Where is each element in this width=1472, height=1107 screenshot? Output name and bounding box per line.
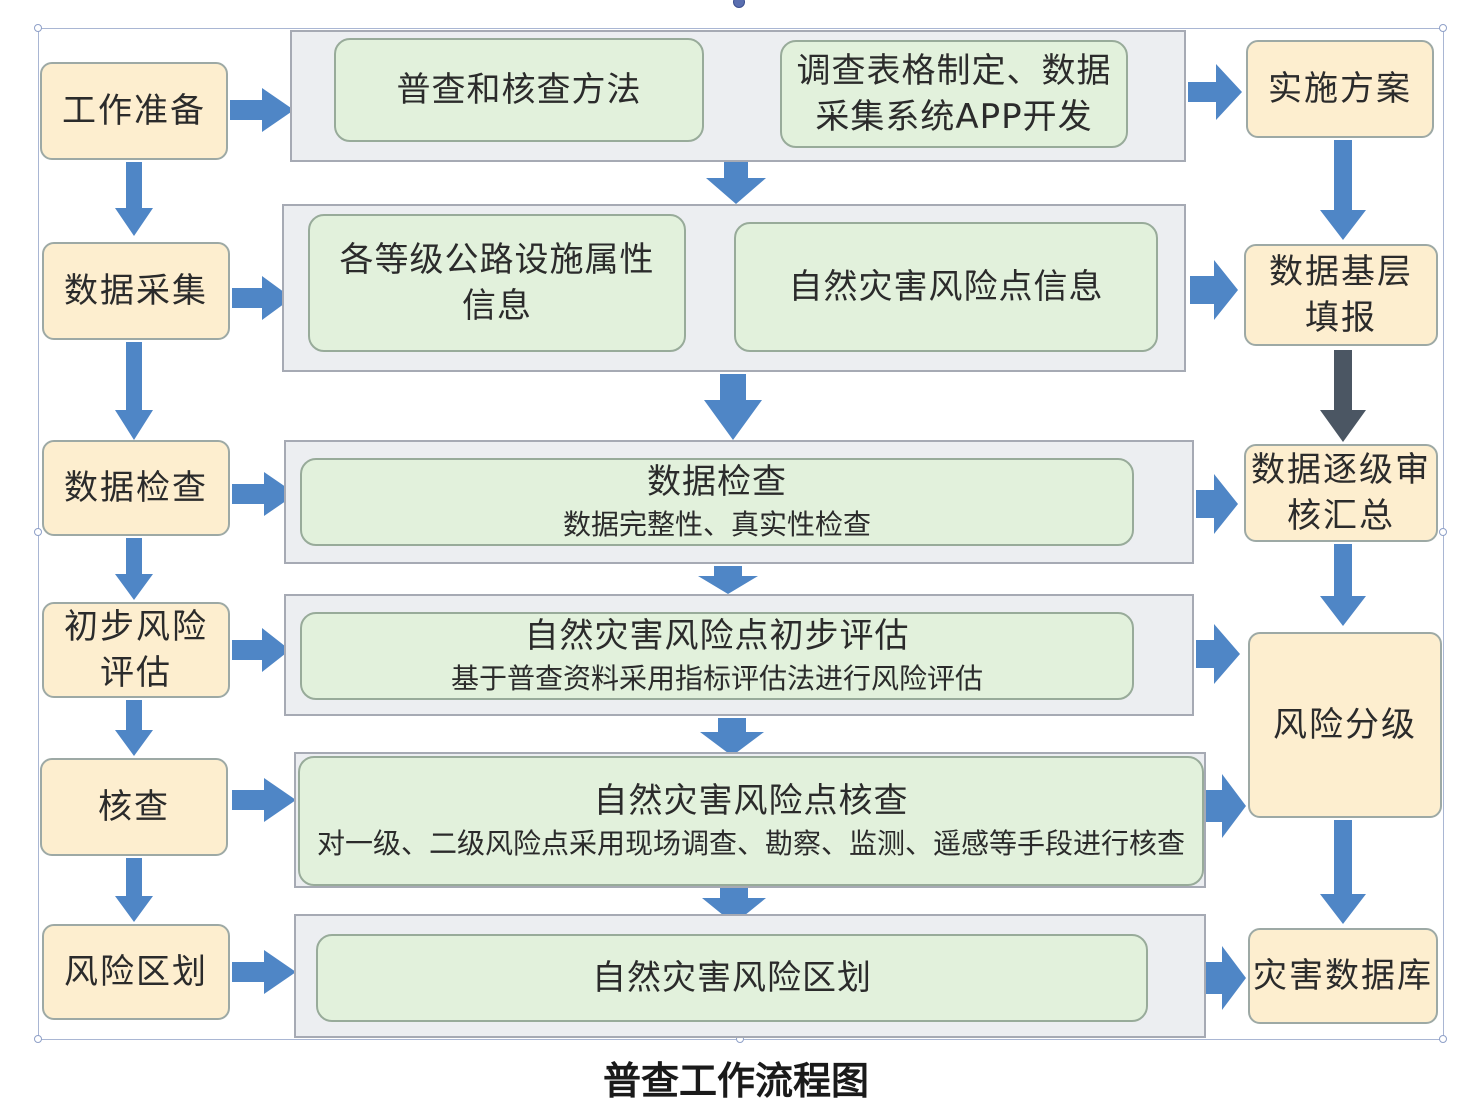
risk-points-box: 自然灾害风险点信息	[734, 222, 1158, 352]
output-risk-grading: 风险分级	[1248, 632, 1442, 818]
frame-handle[interactable]	[34, 24, 42, 32]
frame-handle[interactable]	[1439, 1035, 1447, 1043]
down-arrow	[698, 566, 758, 594]
down-arrow	[115, 538, 153, 600]
stage-label: 数据检查	[64, 468, 208, 508]
stage-verification: 核查	[40, 758, 228, 856]
preliminary-detail: 基于普查资料采用指标评估法进行风险评估	[450, 662, 983, 695]
right-arrow	[230, 88, 294, 132]
down-arrow	[706, 162, 766, 204]
data-check-title: 数据检查	[647, 462, 787, 502]
right-arrow	[232, 276, 292, 320]
attributes-box: 各等级公路设施属性信息	[308, 214, 686, 352]
down-arrow	[1320, 544, 1366, 626]
tools-text: 调查表格制定、数据采集系统APP开发	[796, 51, 1112, 137]
stage-label: 初步风险评估	[64, 607, 208, 693]
data-check-box: 数据检查 数据完整性、真实性检查	[300, 458, 1134, 546]
tools-box: 调查表格制定、数据采集系统APP开发	[780, 40, 1128, 148]
preliminary-box: 自然灾害风险点初步评估 基于普查资料采用指标评估法进行风险评估	[300, 612, 1134, 700]
verification-detail: 对一级、二级风险点采用现场调查、勘察、监测、遥感等手段进行核查	[316, 827, 1185, 860]
down-arrow	[115, 342, 153, 440]
right-arrow	[1190, 260, 1238, 320]
right-arrow	[1206, 774, 1246, 838]
stage-data-collection: 数据采集	[42, 242, 230, 340]
method-text: 普查和核查方法	[396, 70, 642, 110]
output-label: 风险分级	[1273, 705, 1417, 745]
right-arrow	[232, 778, 296, 822]
figure-caption: 普查工作流程图	[602, 1058, 869, 1103]
right-arrow	[1196, 624, 1240, 684]
down-arrow	[115, 858, 153, 922]
zoning-text: 自然灾害风险区划	[592, 958, 872, 998]
output-label: 灾害数据库	[1253, 956, 1433, 996]
output-implementation-plan: 实施方案	[1246, 40, 1434, 138]
risk-points-text: 自然灾害风险点信息	[788, 267, 1104, 307]
frame-handle[interactable]	[34, 1035, 42, 1043]
stage-data-check: 数据检查	[42, 440, 230, 536]
output-label: 数据逐级审核汇总	[1251, 450, 1431, 536]
down-arrow	[700, 718, 764, 756]
frame-handle[interactable]	[34, 528, 42, 536]
right-arrow	[232, 628, 290, 672]
down-arrow	[704, 374, 762, 440]
output-data-filing: 数据基层填报	[1244, 244, 1438, 346]
down-arrow	[702, 888, 766, 924]
zoning-box: 自然灾害风险区划	[316, 934, 1148, 1022]
output-label: 实施方案	[1268, 69, 1412, 109]
attributes-text: 各等级公路设施属性信息	[339, 240, 655, 326]
method-box: 普查和核查方法	[334, 38, 704, 142]
down-arrow	[115, 700, 153, 756]
rotate-handle[interactable]	[733, 0, 745, 8]
stage-label: 核查	[98, 787, 170, 827]
verification-box: 自然灾害风险点核查 对一级、二级风险点采用现场调查、勘察、监测、遥感等手段进行核…	[298, 756, 1204, 886]
right-arrow	[232, 950, 296, 994]
right-arrow	[1188, 64, 1242, 120]
data-check-detail: 数据完整性、真实性检查	[562, 508, 871, 541]
stage-label: 数据采集	[64, 271, 208, 311]
stage-risk-zoning: 风险区划	[42, 924, 230, 1020]
right-arrow	[1196, 474, 1238, 534]
down-arrow	[1320, 140, 1366, 240]
stage-preliminary-assessment: 初步风险评估	[42, 602, 230, 698]
output-audit-summary: 数据逐级审核汇总	[1244, 444, 1438, 542]
right-arrow	[1206, 946, 1246, 1010]
frame-handle[interactable]	[1439, 528, 1447, 536]
down-arrow	[115, 162, 153, 236]
right-arrow	[232, 472, 296, 516]
stage-label: 风险区划	[64, 952, 208, 992]
verification-title: 自然灾害风险点核查	[593, 781, 909, 821]
stage-label: 工作准备	[62, 91, 206, 131]
output-disaster-database: 灾害数据库	[1248, 928, 1438, 1024]
output-label: 数据基层填报	[1269, 252, 1413, 338]
stage-work-prep: 工作准备	[40, 62, 228, 160]
down-arrow	[1320, 820, 1366, 924]
down-arrow-dark	[1320, 350, 1366, 442]
frame-handle[interactable]	[1439, 24, 1447, 32]
preliminary-title: 自然灾害风险点初步评估	[524, 616, 910, 656]
